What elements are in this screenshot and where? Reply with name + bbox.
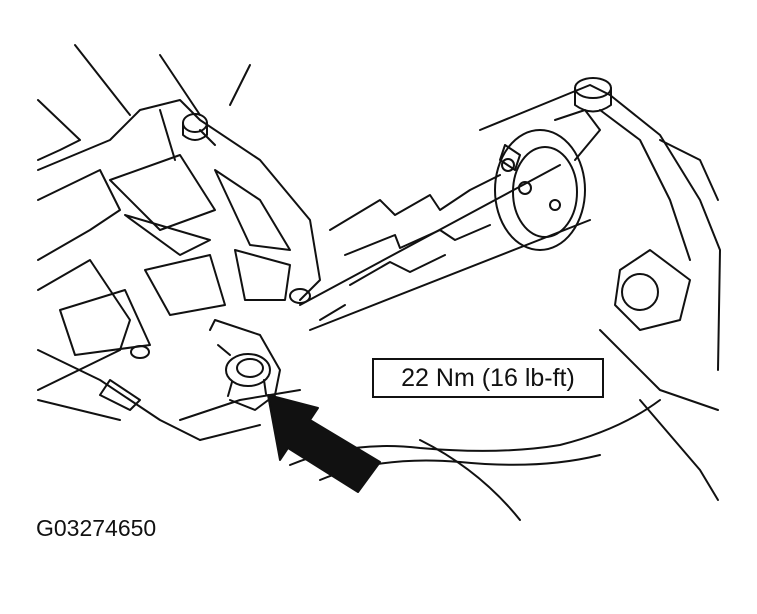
bracket-frame	[37, 44, 321, 391]
bolt-pointer-arrow	[267, 394, 381, 493]
bracket-cutouts	[59, 154, 291, 356]
end-cylinder	[479, 77, 612, 251]
figure-id-label: G03274650	[36, 515, 157, 541]
mounting-bolt	[209, 319, 281, 411]
bracket-bosses	[130, 113, 311, 359]
torque-spec-callout: 22 Nm (16 lb-ft)	[372, 358, 604, 398]
torque-spec-label: 22 Nm (16 lb-ft)	[401, 363, 575, 392]
right-housing	[599, 94, 721, 501]
tube-assembly	[299, 164, 591, 331]
